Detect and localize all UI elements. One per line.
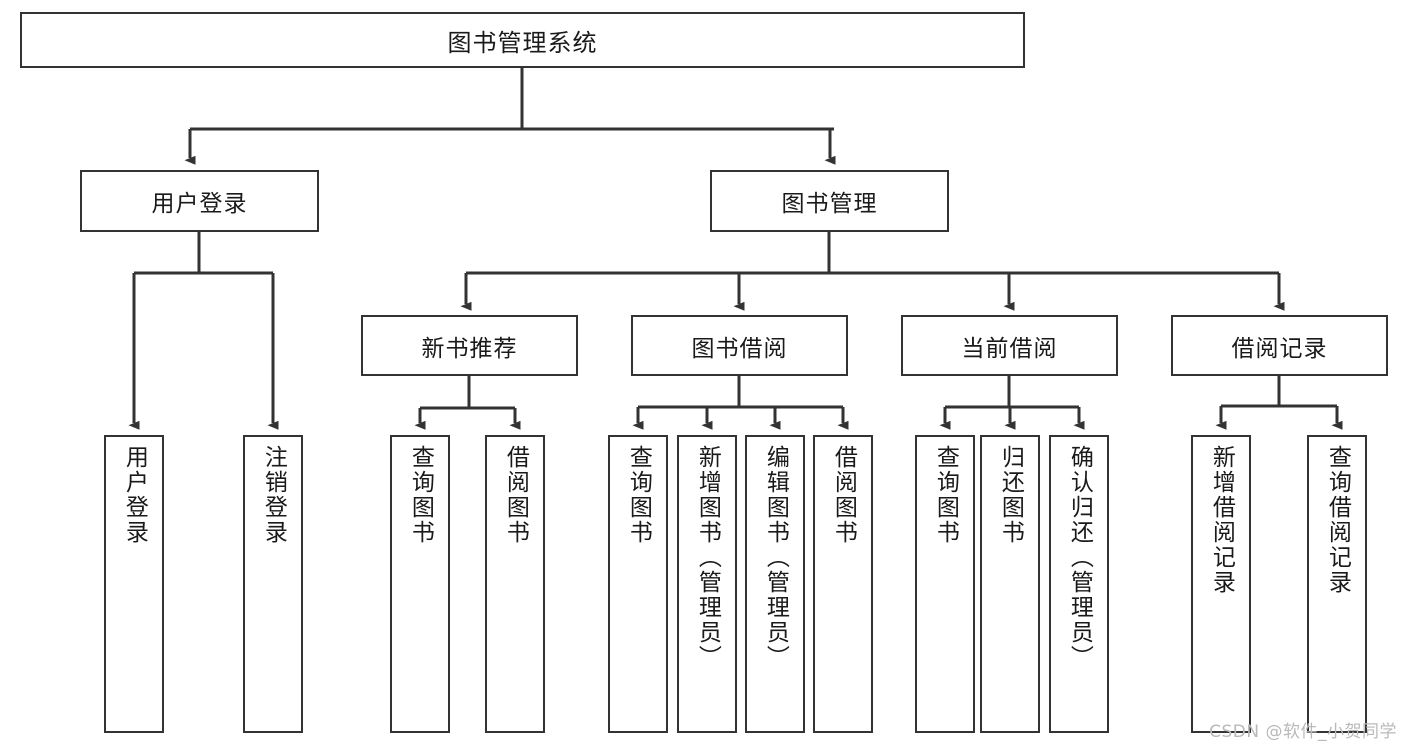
leaf-new-book-borrow-book[interactable]: 借阅图书 (485, 435, 545, 733)
node-label: 新增图书（管理员） (694, 445, 721, 670)
leaf-new-book-query-book[interactable]: 查询图书 (390, 435, 450, 733)
node-label: 编辑图书（管理员） (762, 445, 789, 670)
node-label: 用户登录 (151, 191, 248, 217)
node-label: 查询图书 (625, 445, 652, 545)
node-book-management[interactable]: 图书管理 (710, 170, 949, 232)
node-label: 借阅图书 (830, 445, 857, 545)
node-label: 当前借阅 (961, 335, 1058, 362)
leaf-user-login-logout[interactable]: 注销登录 (243, 435, 303, 733)
node-user-login[interactable]: 用户登录 (80, 170, 319, 232)
node-label: 注销登录 (260, 445, 287, 545)
leaf-book-borrow-edit-book-admin[interactable]: 编辑图书（管理员） (745, 435, 805, 733)
node-label: 新书推荐 (421, 335, 518, 362)
node-label: 查询借阅记录 (1324, 445, 1351, 595)
leaf-book-borrow-borrow-book[interactable]: 借阅图书 (813, 435, 873, 733)
leaf-current-borrow-confirm-return-admin[interactable]: 确认归还（管理员） (1049, 435, 1109, 733)
node-label: 查询图书 (932, 445, 959, 545)
node-label: 图书管理系统 (447, 28, 598, 57)
leaf-user-login-login[interactable]: 用户登录 (104, 435, 164, 733)
node-label: 借阅记录 (1231, 335, 1328, 362)
csdn-watermark: CSDN @软件_小贺同学 (1209, 722, 1397, 742)
node-new-book-recommend[interactable]: 新书推荐 (361, 315, 578, 376)
leaf-book-borrow-query-book[interactable]: 查询图书 (608, 435, 668, 733)
leaf-current-borrow-return-book[interactable]: 归还图书 (980, 435, 1040, 733)
node-label: 新增借阅记录 (1208, 445, 1235, 595)
node-borrow-record[interactable]: 借阅记录 (1171, 315, 1388, 376)
node-label: 确认归还（管理员） (1066, 445, 1093, 670)
leaf-book-borrow-add-book-admin[interactable]: 新增图书（管理员） (677, 435, 737, 733)
node-label: 查询图书 (407, 445, 434, 545)
node-root-book-management-system[interactable]: 图书管理系统 (20, 12, 1025, 68)
node-current-borrow[interactable]: 当前借阅 (901, 315, 1118, 376)
leaf-borrow-record-add-record[interactable]: 新增借阅记录 (1191, 435, 1251, 733)
node-label: 图书管理 (781, 191, 878, 217)
node-label: 用户登录 (121, 445, 148, 545)
leaf-current-borrow-query-book[interactable]: 查询图书 (915, 435, 975, 733)
leaf-borrow-record-query-record[interactable]: 查询借阅记录 (1307, 435, 1367, 733)
node-label: 借阅图书 (502, 445, 529, 545)
node-book-borrow[interactable]: 图书借阅 (631, 315, 848, 376)
node-label: 图书借阅 (691, 335, 788, 362)
node-label: 归还图书 (997, 445, 1024, 545)
